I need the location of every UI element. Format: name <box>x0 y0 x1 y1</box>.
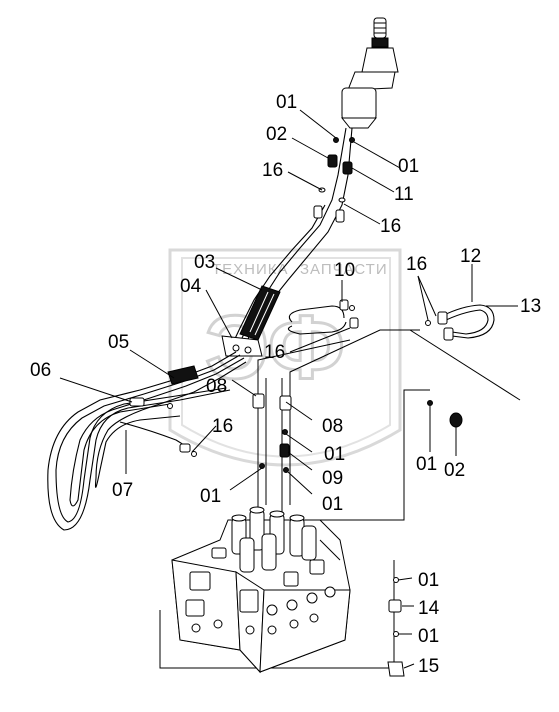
callout-09: 09 <box>322 468 343 489</box>
callouts: 01 02 16 01 11 16 03 10 04 16 12 13 05 1… <box>30 92 541 677</box>
callout-02-top: 02 <box>266 124 287 145</box>
fitting-14 <box>388 599 402 613</box>
callout-16-lower: 16 <box>212 416 233 437</box>
callout-01-r2: 01 <box>418 626 439 647</box>
joystick-assembly <box>340 17 399 129</box>
callout-16-right: 16 <box>406 254 427 275</box>
leader-lines <box>59 109 518 669</box>
callout-15: 15 <box>418 656 439 677</box>
bracket-04 <box>221 335 263 357</box>
callout-08-left: 08 <box>206 376 227 397</box>
seal-16-mid <box>338 197 346 203</box>
callout-06: 06 <box>30 360 51 381</box>
callout-01-lower-left: 01 <box>200 486 221 507</box>
callout-14: 14 <box>418 598 440 619</box>
callout-01-right-lower: 01 <box>416 454 437 475</box>
callout-16-center: 16 <box>264 342 285 363</box>
callout-01-center: 01 <box>324 444 345 465</box>
seal-01-upper-right <box>349 137 355 143</box>
callout-01-right: 01 <box>398 156 419 177</box>
callout-04: 04 <box>180 276 202 297</box>
pilot-lines-lower <box>252 329 420 520</box>
seal-16-hose10 <box>349 305 355 311</box>
callout-01-valve: 01 <box>322 494 343 515</box>
elbow-15 <box>387 661 405 677</box>
callout-07: 07 <box>112 480 133 501</box>
callout-13: 13 <box>520 296 541 317</box>
hose-12-13 <box>409 304 521 401</box>
callout-10: 10 <box>334 260 355 281</box>
fitting-08-left <box>252 393 265 409</box>
hose-protector-05 <box>167 365 199 385</box>
callout-01-r1: 01 <box>418 570 439 591</box>
callout-02-right: 02 <box>444 460 465 481</box>
return-line <box>159 389 463 677</box>
fitting-09 <box>279 443 290 458</box>
fitting-16-right <box>437 311 448 325</box>
callout-16-top: 16 <box>262 160 283 181</box>
callout-05: 05 <box>108 332 129 353</box>
long-hoses-05-06-07 <box>47 351 247 531</box>
callout-03: 03 <box>194 252 215 273</box>
fitting-08-right <box>279 395 292 411</box>
callout-01-top: 01 <box>276 92 297 113</box>
watermark-text-left: ТЕХНИКА <box>212 261 289 278</box>
fitting-11 <box>342 161 353 175</box>
callout-16-mid: 16 <box>380 216 401 237</box>
seal-01-upper-left <box>333 137 339 143</box>
watermark-text-right: ЗАПЧАСТИ <box>300 261 388 278</box>
plug-02 <box>449 412 463 428</box>
callout-08-right: 08 <box>322 416 343 437</box>
fitting-02-upper <box>327 154 338 168</box>
callout-12: 12 <box>460 246 481 267</box>
seal-01-right <box>427 400 433 406</box>
hose-10 <box>287 299 359 335</box>
control-valve <box>171 506 351 674</box>
callout-11: 11 <box>394 184 414 205</box>
